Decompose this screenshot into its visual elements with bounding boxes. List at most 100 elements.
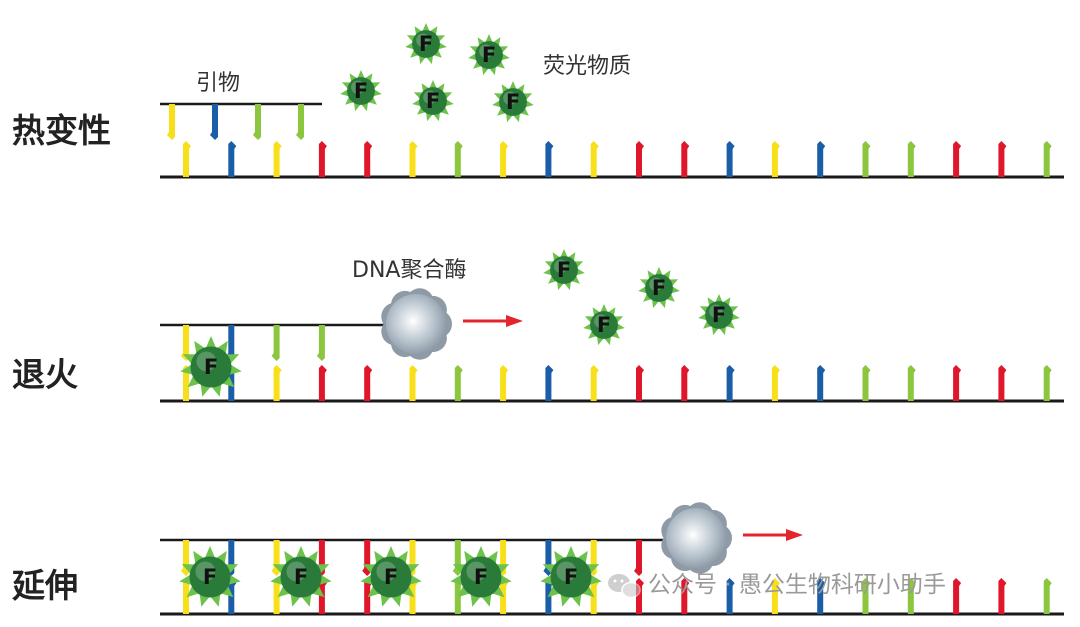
nucleotide-base <box>273 365 282 401</box>
direction-arrow-icon <box>463 315 523 327</box>
nucleotide-base <box>271 325 280 361</box>
nucleotide-base <box>364 141 373 177</box>
wechat-icon <box>608 574 641 599</box>
nucleotide-base <box>998 141 1007 177</box>
dna-polymerase-icon <box>381 288 452 360</box>
fluorescent-marker-icon: F <box>405 23 447 65</box>
nucleotide-base <box>183 365 191 401</box>
nucleotide-base <box>181 325 189 361</box>
nucleotide-base <box>183 141 191 177</box>
nucleotide-base <box>771 141 780 177</box>
fluor-letter: F <box>506 90 520 114</box>
nucleotide-base <box>500 578 509 614</box>
fluor-letter: F <box>204 355 218 379</box>
fluor-letter: F <box>419 32 433 56</box>
nucleotide-base <box>1043 365 1052 401</box>
nucleotide-base <box>636 141 644 177</box>
nucleotide-base <box>228 141 237 177</box>
nucleotide-base <box>726 578 735 614</box>
nucleotide-base <box>681 141 690 177</box>
stage-label-denature: 热变性 <box>12 111 111 150</box>
nucleotide-base <box>271 540 280 576</box>
nucleotide-base <box>364 578 373 614</box>
nucleotide-base <box>226 325 235 361</box>
fluor-letter: F <box>354 79 368 103</box>
nucleotide-base <box>500 365 509 401</box>
fluorescent-marker-icon: F <box>492 81 534 123</box>
fluor-letter: F <box>564 565 578 589</box>
nucleotide-base <box>318 365 327 401</box>
nucleotide-base <box>771 365 780 401</box>
nucleotide-base <box>167 104 175 140</box>
nucleotide-base <box>681 578 690 614</box>
polymerase-label: DNA聚合酶 <box>352 258 466 283</box>
nucleotide-base <box>726 141 735 177</box>
watermark: 公众号 · 愚公生物科研小助手 <box>608 572 946 599</box>
fluor-letter: F <box>203 565 217 589</box>
nucleotide-base <box>409 365 418 401</box>
fluorescent-marker-icon: F <box>540 546 602 607</box>
nucleotide-base <box>998 578 1007 614</box>
nucleotide-base <box>316 325 325 361</box>
nucleotide-base <box>681 365 690 401</box>
nucleotide-base <box>953 141 962 177</box>
fluorescent-marker-icon: F <box>340 70 382 112</box>
fluorescent-marker-icon: F <box>698 294 740 336</box>
nucleotide-base <box>273 578 282 614</box>
nucleotide-base <box>862 141 871 177</box>
stage-label-extend: 延伸 <box>12 566 78 605</box>
fluor-letter: F <box>597 313 611 337</box>
nucleotide-base <box>590 141 599 177</box>
primer-label: 引物 <box>196 71 240 96</box>
nucleotide-base <box>1043 578 1052 614</box>
watermark-text: 公众号 · 愚公生物科研小助手 <box>648 572 946 598</box>
nucleotide-base <box>454 365 463 401</box>
nucleotide-base <box>545 141 554 177</box>
nucleotide-base <box>771 578 780 614</box>
fluor-letter: F <box>482 43 496 67</box>
nucleotide-base <box>1043 141 1052 177</box>
nucleotide-base <box>364 365 373 401</box>
fluorescent-marker-icon: F <box>468 34 510 76</box>
fluor-letter: F <box>384 565 398 589</box>
nucleotide-base <box>953 365 962 401</box>
fluor-letter: F <box>712 303 726 327</box>
stage-label-anneal: 退火 <box>12 355 78 394</box>
fluorescent-marker-icon: F <box>450 546 512 607</box>
fluor-letter: F <box>557 258 571 282</box>
nucleotide-base <box>253 104 261 140</box>
fluorescent-marker-icon: F <box>412 80 454 122</box>
nucleotide-base <box>862 578 871 614</box>
fluorescent-marker-icon: F <box>180 336 242 397</box>
fluorescent-label: 荧光物质 <box>543 54 631 79</box>
nucleotide-base <box>210 104 218 140</box>
nucleotide-base <box>500 141 509 177</box>
dna-polymerase-icon <box>661 502 732 574</box>
fluorescent-marker-icon: F <box>179 546 241 607</box>
fluorescent-marker-icon: F <box>638 267 680 309</box>
nucleotide-base <box>817 578 826 614</box>
nucleotide-base <box>817 365 826 401</box>
fluorescent-marker-icon: F <box>583 304 625 346</box>
fluor-letter: F <box>294 565 308 589</box>
nucleotide-base <box>817 141 826 177</box>
nucleotide-base <box>636 365 644 401</box>
nucleotide-base <box>590 578 599 614</box>
nucleotide-base <box>907 365 916 401</box>
nucleotide-base <box>726 365 735 401</box>
fluor-letter: F <box>652 276 666 300</box>
nucleotide-base <box>318 141 327 177</box>
fluor-letter: F <box>474 565 488 589</box>
nucleotide-base <box>545 365 554 401</box>
fluorescent-marker-icon: F <box>543 249 585 291</box>
nucleotide-base <box>634 540 642 576</box>
fluorescent-marker-icon: F <box>360 546 422 607</box>
fluorescent-marker-icon: F <box>270 546 332 607</box>
fluor-letter: F <box>426 89 440 113</box>
nucleotide-base <box>409 141 418 177</box>
nucleotide-base <box>590 365 599 401</box>
nucleotide-base <box>907 141 916 177</box>
nucleotide-base <box>454 141 463 177</box>
nucleotide-base <box>296 104 304 140</box>
